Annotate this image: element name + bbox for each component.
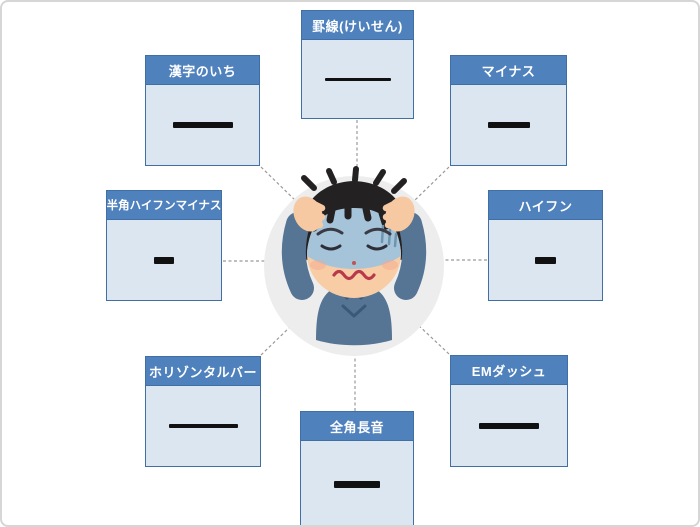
connector-bottom-right bbox=[415, 322, 450, 355]
box-kanji-no-ichi-label: 漢字のいち bbox=[146, 56, 259, 85]
box-zenkaku-chouon: 全角長音 bbox=[300, 411, 414, 525]
wavy-mouth bbox=[332, 269, 376, 281]
box-hyphen-label: ハイフン bbox=[489, 191, 602, 220]
box-minus: マイナス bbox=[450, 55, 567, 166]
nose bbox=[352, 261, 356, 265]
collar-line-2 bbox=[341, 304, 367, 318]
confused-person-illustration bbox=[264, 166, 444, 356]
box-hankaku-hyphen: 半角ハイフンマイナス bbox=[106, 190, 222, 301]
box-em-dash-label: EMダッシュ bbox=[451, 356, 567, 385]
box-keisen: 罫線(けいせん) bbox=[301, 10, 414, 119]
blush-right bbox=[382, 260, 398, 270]
arms bbox=[281, 212, 427, 300]
box-horizontal-bar: ホリゾンタルバー bbox=[145, 356, 261, 467]
closed-eyes bbox=[320, 244, 388, 251]
box-hyphen: ハイフン bbox=[488, 190, 603, 301]
box-kanji-no-ichi: 漢字のいち bbox=[145, 55, 260, 166]
hair-spikes bbox=[301, 166, 407, 194]
connector-bottom-left bbox=[260, 325, 292, 356]
dash-glyph-hankaku-hyphen bbox=[154, 256, 174, 264]
eyebrows bbox=[316, 227, 392, 236]
box-keisen-label: 罫線(けいせん) bbox=[302, 11, 413, 40]
dash-glyph-em-dash bbox=[479, 422, 539, 429]
dash-glyph-keisen bbox=[324, 77, 391, 81]
dash-glyph-kanji-no-ichi bbox=[172, 122, 233, 128]
connector-top-right bbox=[414, 166, 450, 201]
dash-glyph-zenkaku-chouon bbox=[334, 481, 380, 488]
dash-glyph-minus bbox=[487, 122, 530, 128]
box-horizontal-bar-label: ホリゾンタルバー bbox=[146, 357, 260, 386]
box-hankaku-hyphen-label: 半角ハイフンマイナス bbox=[107, 191, 221, 220]
box-zenkaku-chouon-label: 全角長音 bbox=[301, 412, 413, 441]
box-minus-label: マイナス bbox=[451, 56, 566, 85]
dash-glyph-horizontal-bar bbox=[168, 424, 238, 428]
box-em-dash: EMダッシュ bbox=[450, 355, 568, 467]
dash-glyph-hyphen bbox=[535, 256, 556, 264]
fingers bbox=[300, 196, 408, 229]
blush-left bbox=[310, 260, 326, 270]
